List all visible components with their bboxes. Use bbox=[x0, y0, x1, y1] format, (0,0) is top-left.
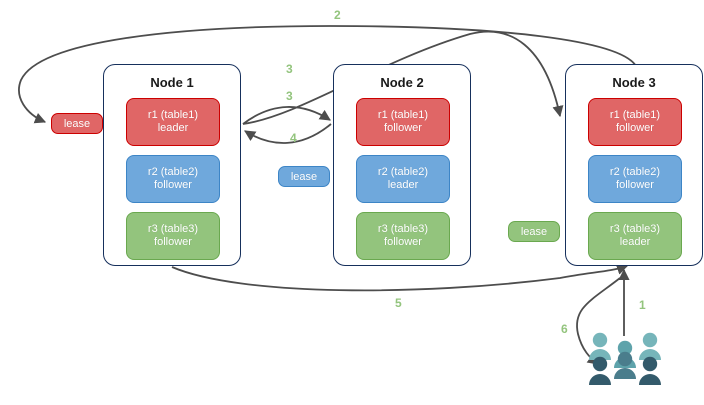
replica-line1: r3 (table3) bbox=[377, 222, 429, 235]
replica-r2[interactable]: r2 (table2) follower bbox=[588, 155, 682, 203]
replica-line2: follower bbox=[616, 179, 654, 191]
replica-line1: r2 (table2) bbox=[609, 165, 661, 178]
node-title: Node 1 bbox=[150, 75, 194, 90]
replica-line2: follower bbox=[154, 179, 192, 191]
replica-r3[interactable]: r3 (table3) leader bbox=[588, 212, 682, 260]
replica-r1[interactable]: r1 (table1) leader bbox=[126, 98, 220, 146]
replica-r1[interactable]: r1 (table1) follower bbox=[356, 98, 450, 146]
edge-label-2: 2 bbox=[334, 8, 341, 22]
edge-4-node2-to-node1 bbox=[244, 123, 332, 144]
replica-r1[interactable]: r1 (table1) follower bbox=[588, 98, 682, 146]
edge-5-node1-to-node3 bbox=[171, 264, 629, 292]
replica-line2: leader bbox=[387, 179, 419, 191]
replica-line2: leader bbox=[619, 236, 651, 248]
lease-badge-blue[interactable]: lease bbox=[278, 166, 330, 187]
node-box-2[interactable]: Node 2 r1 (table1) follower r2 (table2) … bbox=[333, 64, 471, 266]
edge-label-5: 5 bbox=[395, 296, 402, 310]
lease-badge-green[interactable]: lease bbox=[508, 221, 560, 242]
edge-3-node1-to-node2 bbox=[242, 106, 331, 125]
replica-line1: r2 (table2) bbox=[377, 165, 429, 178]
replica-line2: follower bbox=[384, 236, 422, 248]
replica-line1: r1 (table1) bbox=[377, 108, 429, 121]
node-box-3[interactable]: Node 3 r1 (table1) follower r2 (table2) … bbox=[565, 64, 703, 266]
replica-r2[interactable]: r2 (table2) follower bbox=[126, 155, 220, 203]
replica-line1: r2 (table2) bbox=[147, 165, 199, 178]
replica-line2: leader bbox=[157, 122, 189, 134]
edge-label-4: 4 bbox=[290, 131, 297, 145]
replica-r3[interactable]: r3 (table3) follower bbox=[356, 212, 450, 260]
replica-line1: r3 (table3) bbox=[147, 222, 199, 235]
clients-people-icon bbox=[589, 332, 661, 385]
node-box-1[interactable]: Node 1 r1 (table1) leader r2 (table2) fo… bbox=[103, 64, 241, 266]
node-title: Node 2 bbox=[380, 75, 424, 90]
replica-line2: follower bbox=[616, 122, 654, 134]
replica-line2: follower bbox=[384, 122, 422, 134]
edge-label-3-lower: 3 bbox=[286, 89, 293, 103]
edge-label-3-upper: 3 bbox=[286, 62, 293, 76]
replica-line2: follower bbox=[154, 236, 192, 248]
node-title: Node 3 bbox=[612, 75, 656, 90]
edge-label-1: 1 bbox=[639, 298, 646, 312]
replica-line1: r1 (table1) bbox=[609, 108, 661, 121]
replica-line1: r3 (table3) bbox=[609, 222, 661, 235]
replica-r3[interactable]: r3 (table3) follower bbox=[126, 212, 220, 260]
edge-2-lease-transfer bbox=[18, 25, 637, 124]
replica-r2[interactable]: r2 (table2) leader bbox=[356, 155, 450, 203]
lease-badge-red[interactable]: lease bbox=[51, 113, 103, 134]
replica-line1: r1 (table1) bbox=[147, 108, 199, 121]
edge-label-6: 6 bbox=[561, 322, 568, 336]
